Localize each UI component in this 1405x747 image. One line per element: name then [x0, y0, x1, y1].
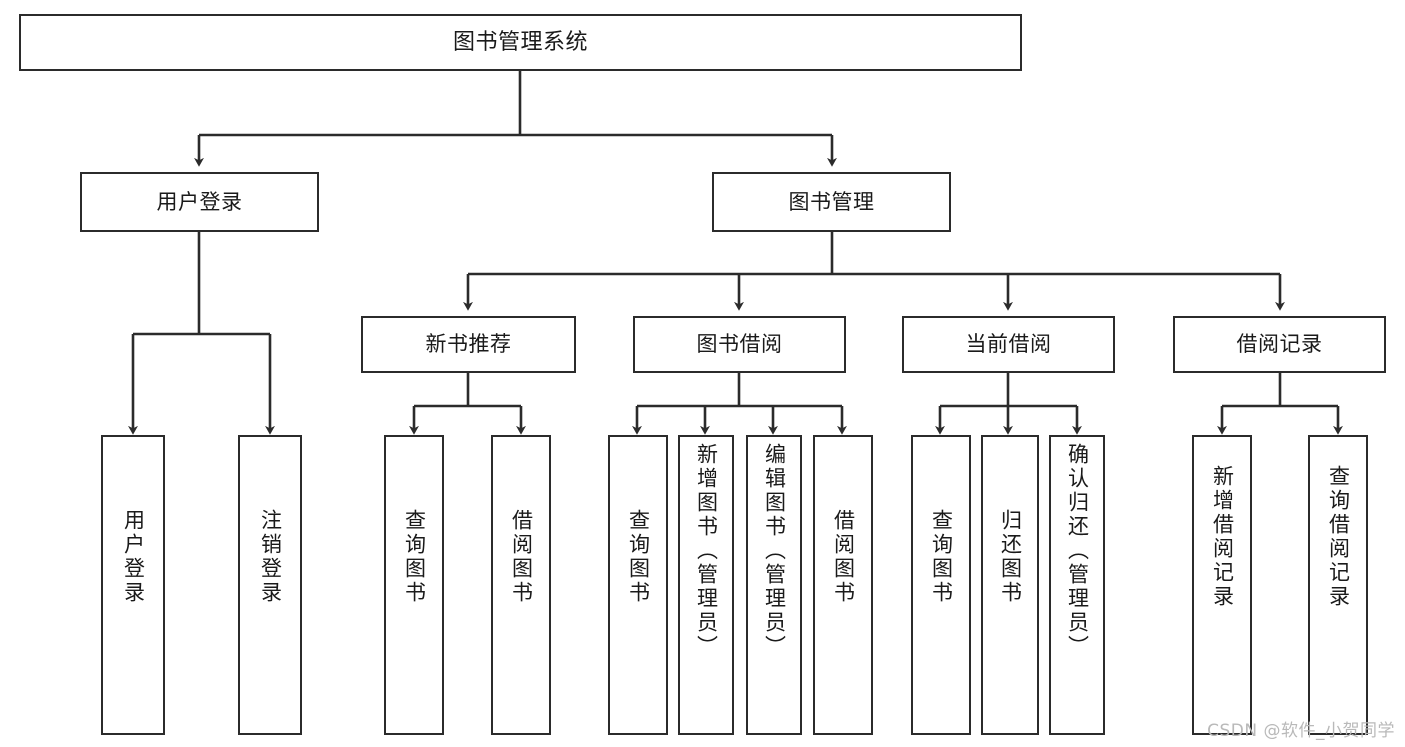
node-root-label: 图书管理系统: [452, 29, 588, 55]
leaf-logout-label: 注销登录: [258, 509, 283, 605]
leaf-query-book-3-label: 查询图书: [929, 509, 954, 605]
leaf-query-book-1-label: 查询图书: [402, 509, 427, 605]
node-book-borrow[interactable]: 图书借阅: [633, 316, 846, 373]
leaf-borrow-book-2[interactable]: 借阅图书: [813, 435, 873, 735]
leaf-confirm-return-label: 确认归还（管理员）: [1065, 443, 1090, 659]
leaf-return-book-label: 归还图书: [998, 509, 1023, 605]
leaf-add-record-label: 新增借阅记录: [1210, 465, 1235, 609]
node-user-login[interactable]: 用户登录: [80, 172, 319, 232]
node-new-book-recommend-label: 新书推荐: [425, 332, 512, 357]
leaf-query-record-label: 查询借阅记录: [1326, 465, 1351, 609]
leaf-query-book-1[interactable]: 查询图书: [384, 435, 444, 735]
node-root[interactable]: 图书管理系统: [19, 14, 1022, 71]
leaf-logout[interactable]: 注销登录: [238, 435, 302, 735]
leaf-query-record[interactable]: 查询借阅记录: [1308, 435, 1368, 735]
node-borrow-record-label: 借阅记录: [1236, 332, 1323, 357]
node-book-borrow-label: 图书借阅: [696, 332, 783, 357]
leaf-borrow-book-1-label: 借阅图书: [509, 509, 534, 605]
leaf-add-record[interactable]: 新增借阅记录: [1192, 435, 1252, 735]
connector-group: [128, 71, 1343, 435]
leaf-borrow-book-2-label: 借阅图书: [831, 509, 856, 605]
node-borrow-record[interactable]: 借阅记录: [1173, 316, 1386, 373]
leaf-confirm-return[interactable]: 确认归还（管理员）: [1049, 435, 1105, 735]
leaf-query-book-3[interactable]: 查询图书: [911, 435, 971, 735]
leaf-query-book-2-label: 查询图书: [626, 509, 651, 605]
node-current-borrow-label: 当前借阅: [965, 332, 1052, 357]
node-user-login-label: 用户登录: [156, 189, 243, 214]
leaf-edit-book-label: 编辑图书（管理员）: [762, 443, 787, 659]
leaf-user-login-label: 用户登录: [121, 509, 146, 605]
leaf-user-login[interactable]: 用户登录: [101, 435, 165, 735]
leaf-return-book[interactable]: 归还图书: [981, 435, 1039, 735]
leaf-add-book[interactable]: 新增图书（管理员）: [678, 435, 734, 735]
node-book-manage-label: 图书管理: [788, 189, 875, 214]
leaf-edit-book[interactable]: 编辑图书（管理员）: [746, 435, 802, 735]
watermark: CSDN @软件_小贺同学: [1207, 721, 1395, 741]
node-current-borrow[interactable]: 当前借阅: [902, 316, 1115, 373]
leaf-query-book-2[interactable]: 查询图书: [608, 435, 668, 735]
node-book-manage[interactable]: 图书管理: [712, 172, 951, 232]
node-new-book-recommend[interactable]: 新书推荐: [361, 316, 576, 373]
leaf-add-book-label: 新增图书（管理员）: [694, 443, 719, 659]
leaf-borrow-book-1[interactable]: 借阅图书: [491, 435, 551, 735]
